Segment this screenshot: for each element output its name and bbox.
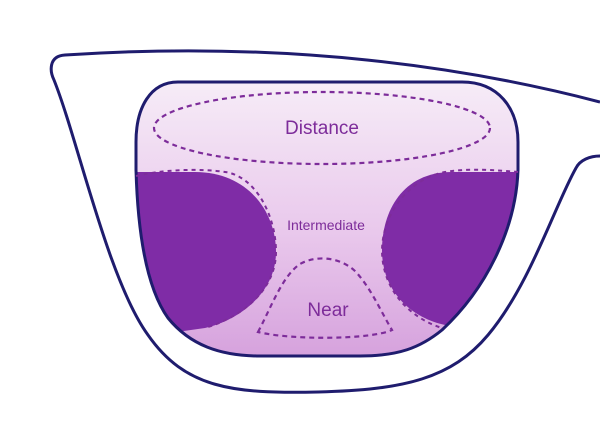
near-zone <box>256 257 394 339</box>
intermediate-label: Intermediate <box>287 217 365 233</box>
distance-zone <box>152 90 492 166</box>
near-label: Near <box>307 300 349 321</box>
distance-label: Distance <box>285 118 359 139</box>
right-zone-boundary <box>380 168 519 329</box>
lens-outline <box>134 80 520 358</box>
left-blur-zone <box>136 172 276 340</box>
